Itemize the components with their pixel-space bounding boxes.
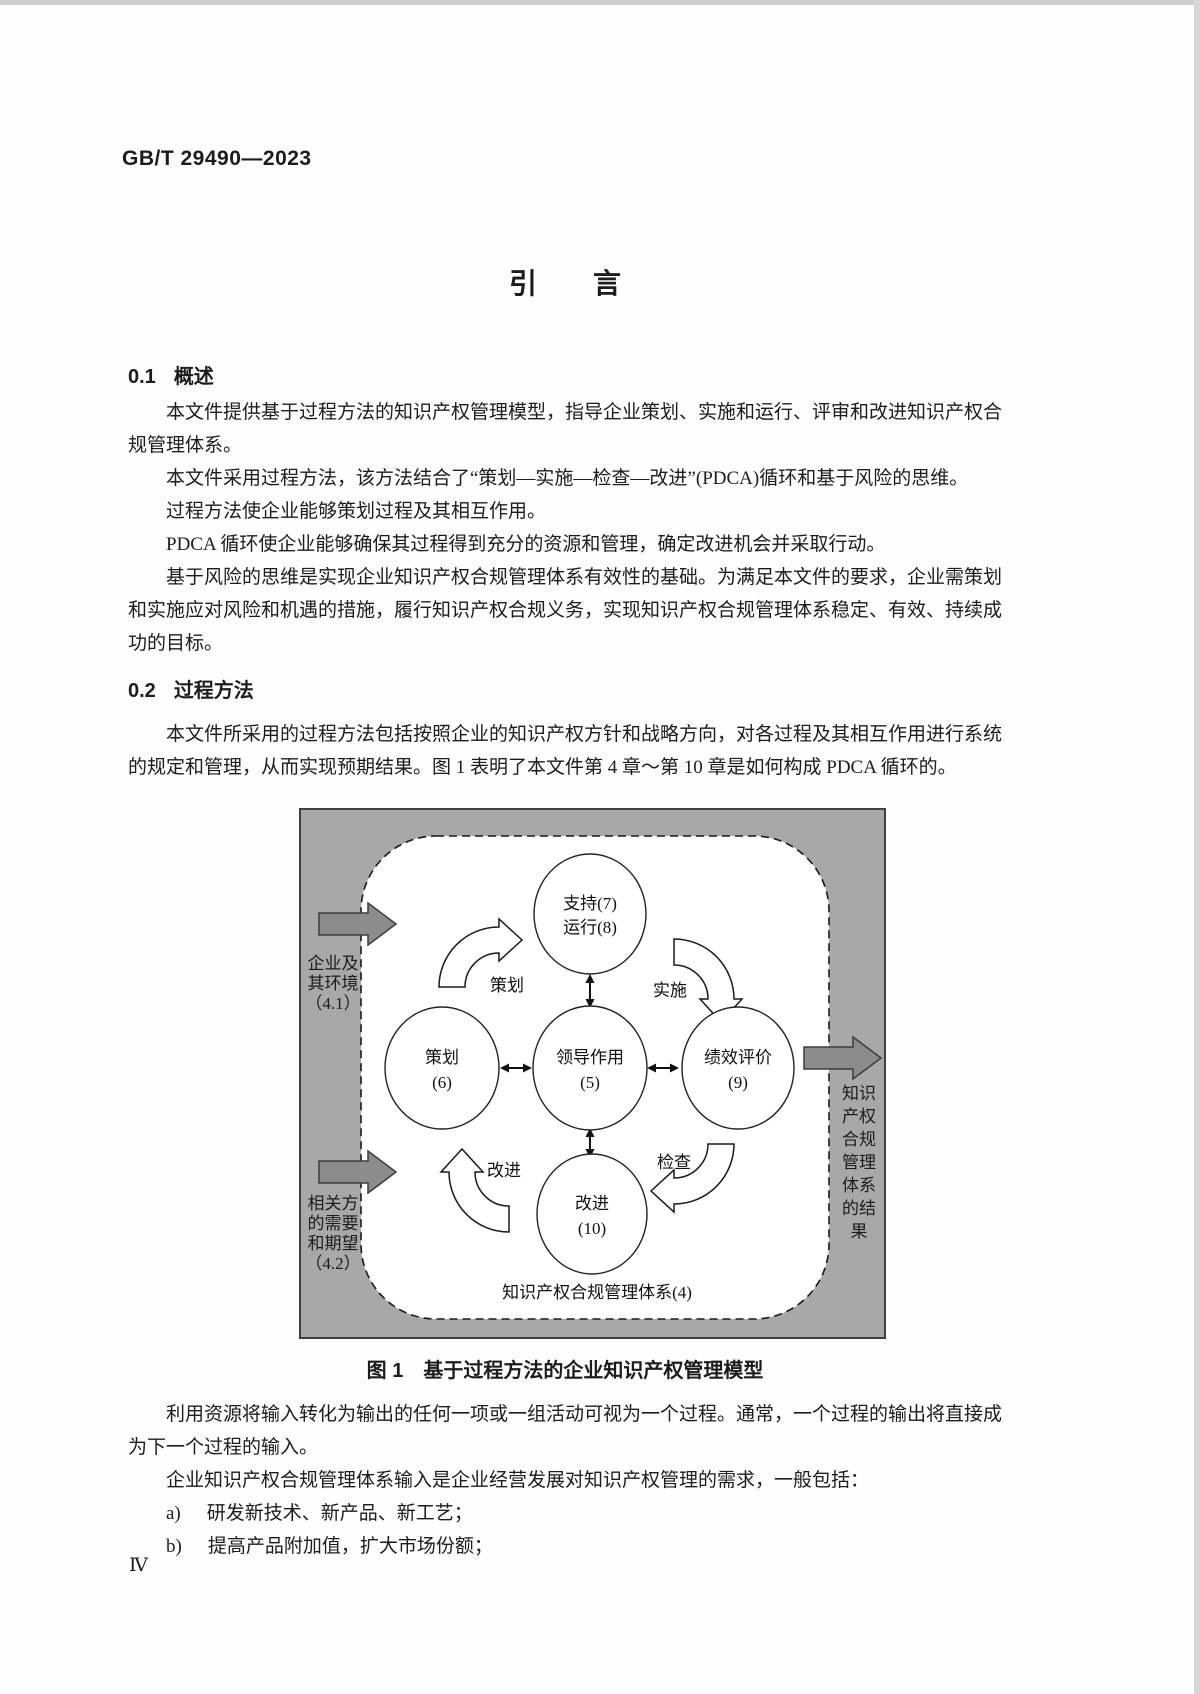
output-label-results: 知识产权合规管理体系的结果 <box>842 1084 876 1241</box>
page-title: 引 言 <box>508 268 621 299</box>
input-label-context: 企业及 其环境 （4.1） <box>305 954 361 1013</box>
input-arrow-context <box>318 901 398 947</box>
system-label: 知识产权合规管理体系(4) <box>502 1283 692 1302</box>
paragraph: 企业知识产权合规管理体系输入是企业经营发展对知识产权管理的需求，一般包括： <box>166 1470 870 1491</box>
pdca-diagram-canvas: 支持(7) 运行(8) 策划 (6) 领导作用 (5) 绩效评价 (9) 改进 … <box>318 835 883 1320</box>
output-arrow-results <box>803 1035 883 1081</box>
section-heading-0-2: 0.2 过程方法 <box>128 674 1002 703</box>
list-item-b: b) 提高产品附加值，扩大市场份额； <box>128 1530 1002 1563</box>
section-title: 概述 <box>173 366 214 388</box>
list-text: 提高产品附加值，扩大市场份额； <box>207 1536 493 1557</box>
cycle-label-plan: 策划 <box>490 976 524 995</box>
connector-center-right <box>647 1063 679 1073</box>
section-title: 过程方法 <box>173 680 254 702</box>
paragraph: PDCA 循环使企业能够确保其过程得到充分的资源和管理，确定改进机会并采取行动。 <box>166 534 886 555</box>
list-marker: b) <box>166 1536 182 1557</box>
cycle-label-check: 检查 <box>657 1153 691 1172</box>
curved-arrow-plan <box>438 917 524 988</box>
scan-edge-right <box>1194 0 1200 1694</box>
node-planning-line1: 策划 <box>425 1048 459 1067</box>
node-leadership <box>532 1005 648 1131</box>
paragraph: 基于风险的思维是实现企业知识产权合规管理体系有效性的基础。为满足本文件的要求，企… <box>128 567 1003 654</box>
paragraph: 本文件提供基于过程方法的知识产权管理模型，指导企业策划、实施和运行、评审和改进知… <box>128 402 1003 456</box>
section-heading-0-1: 0.1 概述 <box>128 360 1002 389</box>
node-performance-line2: (9) <box>728 1073 748 1092</box>
curved-arrow-act <box>439 1147 510 1233</box>
connector-left-center <box>500 1063 532 1073</box>
node-planning <box>384 1006 500 1130</box>
node-improvement-line1: 改进 <box>575 1194 609 1213</box>
section-number: 0.1 <box>128 366 156 388</box>
curved-arrow-do <box>673 938 744 1024</box>
node-leadership-line2: (5) <box>580 1073 600 1092</box>
node-improvement-line2: (10) <box>578 1219 606 1238</box>
curved-arrow-check <box>649 1143 735 1214</box>
cycle-label-act: 改进 <box>487 1161 521 1180</box>
node-performance-evaluation <box>681 1006 795 1130</box>
figure-pdca-diagram: 支持(7) 运行(8) 策划 (6) 领导作用 (5) 绩效评价 (9) 改进 … <box>299 808 886 1339</box>
paragraph: 利用资源将输入转化为输出的任何一项或一组活动可视为一个过程。通常，一个过程的输出… <box>128 1404 1003 1458</box>
scan-edge-top <box>0 0 1200 5</box>
node-performance-line1: 绩效评价 <box>704 1048 772 1067</box>
page-number: Ⅳ <box>129 1555 148 1576</box>
list-marker: a) <box>166 1503 181 1524</box>
cycle-label-do: 实施 <box>653 981 687 1000</box>
input-arrow-stakeholders <box>318 1149 398 1195</box>
figure-caption: 图 1 基于过程方法的企业知识产权管理模型 <box>366 1360 764 1382</box>
paragraph: 本文件所采用的过程方法包括按照企业的知识产权方针和战略方向，对各过程及其相互作用… <box>128 724 1003 778</box>
node-improvement <box>536 1153 648 1275</box>
connector-top-center <box>585 974 595 1008</box>
node-leadership-line1: 领导作用 <box>556 1048 624 1067</box>
node-support-operation <box>533 853 647 975</box>
list-item-a: a) 研发新技术、新产品、新工艺； <box>128 1497 1002 1530</box>
paragraph: 过程方法使企业能够策划过程及其相互作用。 <box>166 501 547 522</box>
paragraph: 本文件采用过程方法，该方法结合了“策划—实施—检查—改进”(PDCA)循环和基于… <box>166 468 969 489</box>
node-support-line2: 运行(8) <box>563 918 617 937</box>
node-support-line1: 支持(7) <box>563 894 617 913</box>
input-label-stakeholders: 相关方 的需要 和期望 （4.2） <box>305 1194 361 1273</box>
standard-code: GB/T 29490—2023 <box>122 147 312 170</box>
section-number: 0.2 <box>128 680 156 702</box>
node-planning-line2: (6) <box>432 1073 452 1092</box>
list-text: 研发新技术、新产品、新工艺； <box>206 1503 473 1524</box>
